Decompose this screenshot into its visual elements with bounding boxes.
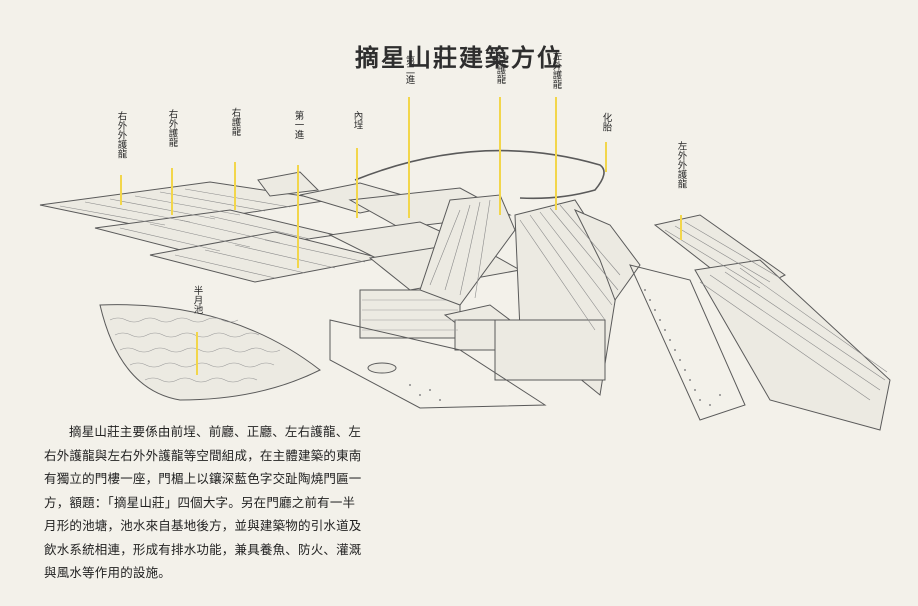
half-moon-pond-shape (99, 304, 321, 401)
roof-hatching-left (59, 188, 366, 279)
label-right-outer-outer-guard-dragon: 右外外護龍 (116, 111, 128, 160)
label-left-outer-guard-dragon: 左外護龍 (551, 50, 563, 90)
label-septic-tank: 化胎 (601, 112, 613, 133)
label-left-outer-outer-guard-dragon: 左外外護龍 (676, 141, 688, 190)
label-left-guard-dragon: 左護龍 (495, 55, 507, 85)
area-labels: 右外外護龍 右外護龍 右護龍 第一進 內埕 第二進 左護龍 左外護龍 化胎 左外… (116, 50, 688, 314)
label-half-moon-pond: 半月池 (192, 285, 204, 314)
label-right-guard-dragon: 右護龍 (230, 107, 242, 137)
rear-arc-wall (354, 149, 605, 200)
roof-hatching-right (429, 199, 888, 401)
right-wing-buildings (419, 194, 891, 431)
label-second-courtyard: 第二進 (404, 55, 416, 85)
marker-lines (120, 97, 682, 375)
label-first-courtyard: 第一進 (293, 110, 305, 140)
gravel-path (409, 289, 721, 406)
description-text: 摘星山莊主要係由前埕、前廳、正廳、左右護龍、左右外護龍與左右外外護龍等空間組成，… (44, 424, 362, 580)
left-wing-buildings (39, 171, 421, 283)
front-courtyard (329, 264, 746, 421)
label-right-outer-guard-dragon: 右外護龍 (167, 108, 179, 148)
label-inner-courtyard: 內埕 (352, 111, 364, 130)
page-title: 摘星山莊建築方位 (355, 44, 563, 72)
